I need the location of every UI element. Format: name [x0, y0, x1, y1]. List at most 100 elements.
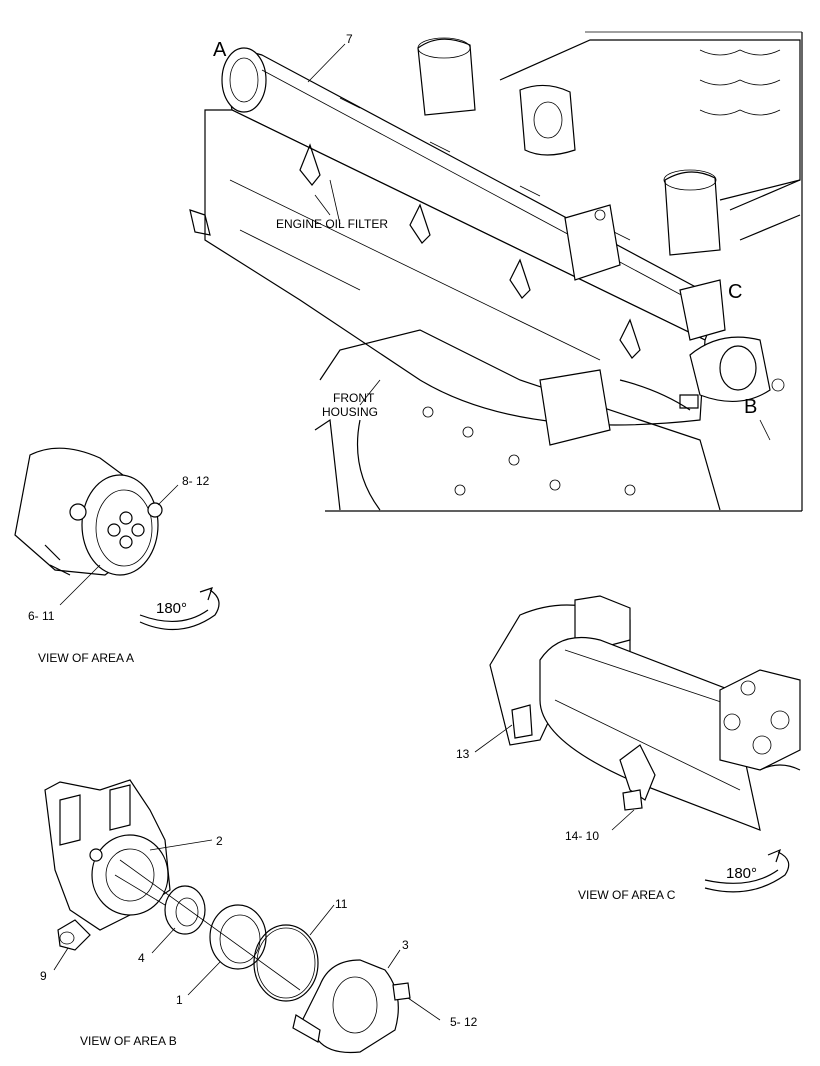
block-c-mount — [564, 204, 621, 281]
leader-13 — [474, 724, 513, 753]
area-c-port-1 — [740, 680, 756, 696]
label-part-9: 9 — [40, 969, 47, 983]
tube-slots — [339, 97, 631, 241]
area-c-port-3 — [770, 710, 790, 730]
front-housing-outline — [319, 329, 721, 511]
area-b-mount-right — [109, 784, 131, 831]
label-view-area-a: VIEW OF AREA A — [38, 651, 134, 665]
view-area-c: 13 14- 10 180° VIEW OF AREA C — [456, 595, 801, 902]
area-c-port-2 — [723, 713, 741, 731]
filter-leader — [314, 194, 331, 216]
area-a-bolt-8 — [147, 502, 163, 518]
rotation-arrow-c-head — [767, 848, 781, 863]
rotation-arrow-a — [139, 589, 220, 631]
rotation-arrow-a-head — [199, 587, 213, 601]
front-housing-left — [314, 418, 341, 511]
leader-4 — [151, 927, 176, 954]
oil-cooler-end-inner — [229, 57, 259, 103]
part-5-bolt — [392, 982, 411, 1001]
drain-plug — [679, 394, 699, 409]
label-part-13: 13 — [456, 747, 470, 761]
tube-clamps — [299, 143, 641, 359]
flange-b-bore — [719, 345, 757, 391]
part-3-bolt-left — [292, 1014, 321, 1043]
engine-block-top — [499, 39, 801, 201]
rotation-arrow-a-inner — [139, 609, 209, 623]
area-a-bolt-1 — [69, 503, 87, 521]
upper-port-1 — [417, 38, 476, 116]
area-c-clamp — [619, 744, 656, 801]
area-a-cover-inner — [95, 489, 153, 567]
label-area-b: B — [744, 396, 757, 418]
area-b-assembly-axis — [114, 859, 301, 991]
leader-engine-oil-filter — [329, 179, 341, 225]
area-c-plug-13 — [511, 704, 533, 739]
area-b-mount-left — [59, 794, 81, 846]
leader-11 — [309, 904, 335, 936]
engine-block-lines — [729, 179, 801, 241]
part-4-sleeve — [164, 885, 206, 935]
front-housing-curve — [356, 419, 381, 511]
label-part-11: 11 — [335, 897, 348, 911]
area-c-tube-lines — [554, 649, 741, 791]
part-11-oring — [253, 924, 319, 1002]
left-fitting — [189, 209, 211, 236]
port-boss-bore — [533, 101, 563, 139]
tube-highlight — [261, 69, 701, 306]
block-c-end — [679, 279, 726, 341]
port-boss — [519, 84, 576, 156]
area-c-cut — [759, 764, 801, 771]
lower-bracket — [539, 369, 611, 446]
label-front-housing-1: FRONT — [333, 391, 375, 405]
upper-port-1-top — [417, 37, 471, 59]
main-engine-view: A 7 ENGINE OIL FILTER C B FRONT HOUSING — [189, 31, 803, 512]
label-part-6-11: 6- 11 — [28, 609, 55, 623]
area-a-details — [44, 544, 71, 576]
engine-oil-filter-body — [204, 109, 706, 426]
leader-9 — [53, 947, 69, 971]
leader-1 — [187, 961, 221, 996]
rotation-arrow-c — [704, 851, 790, 893]
leader-6-11 — [59, 564, 101, 606]
block-c-bolt — [594, 209, 606, 221]
area-b-plug-9 — [57, 919, 91, 951]
label-engine-oil-filter: ENGINE OIL FILTER — [276, 217, 388, 231]
label-area-c: C — [728, 281, 742, 303]
label-rotation-c: 180° — [726, 865, 757, 882]
leader-2 — [149, 839, 213, 851]
part-11-oring-inner — [256, 927, 316, 999]
label-part-1: 1 — [176, 993, 183, 1007]
area-b-bolt-hole — [89, 848, 103, 862]
area-c-bolt-14 — [622, 789, 643, 811]
part-3-plate — [299, 959, 399, 1054]
filter-body-line — [229, 179, 601, 361]
upper-port-2-top — [663, 169, 717, 191]
oil-cooler-end-cap — [221, 47, 267, 113]
view-area-a: 8- 12 6- 11 180° VIEW OF AREA A — [14, 447, 220, 665]
leader-5-12 — [407, 997, 441, 1021]
area-b-plug-9-end — [59, 931, 75, 945]
lower-bracket-line — [619, 379, 691, 411]
leader-7 — [307, 43, 346, 83]
valve-cover-pattern — [699, 49, 781, 116]
label-part-7: 7 — [346, 32, 353, 46]
area-b-flange-bore — [105, 848, 155, 902]
part-4-sleeve-bore — [175, 897, 199, 927]
label-part-2: 2 — [216, 834, 223, 848]
label-view-area-b: VIEW OF AREA B — [80, 1034, 177, 1048]
label-view-area-c: VIEW OF AREA C — [578, 888, 676, 902]
area-a-ports — [107, 511, 145, 549]
label-part-8-12: 8- 12 — [182, 474, 210, 488]
rotation-arrow-c-inner — [704, 869, 779, 884]
leader-3 — [387, 949, 401, 969]
label-part-3: 3 — [402, 938, 409, 952]
flange-b-port — [771, 378, 785, 392]
part-1-seal-inner — [219, 914, 261, 964]
label-part-14-10: 14- 10 — [565, 829, 599, 843]
area-c-port-4 — [752, 735, 772, 755]
label-part-4: 4 — [138, 951, 145, 965]
area-b-flange — [91, 834, 169, 916]
leader-14-10 — [611, 809, 635, 831]
